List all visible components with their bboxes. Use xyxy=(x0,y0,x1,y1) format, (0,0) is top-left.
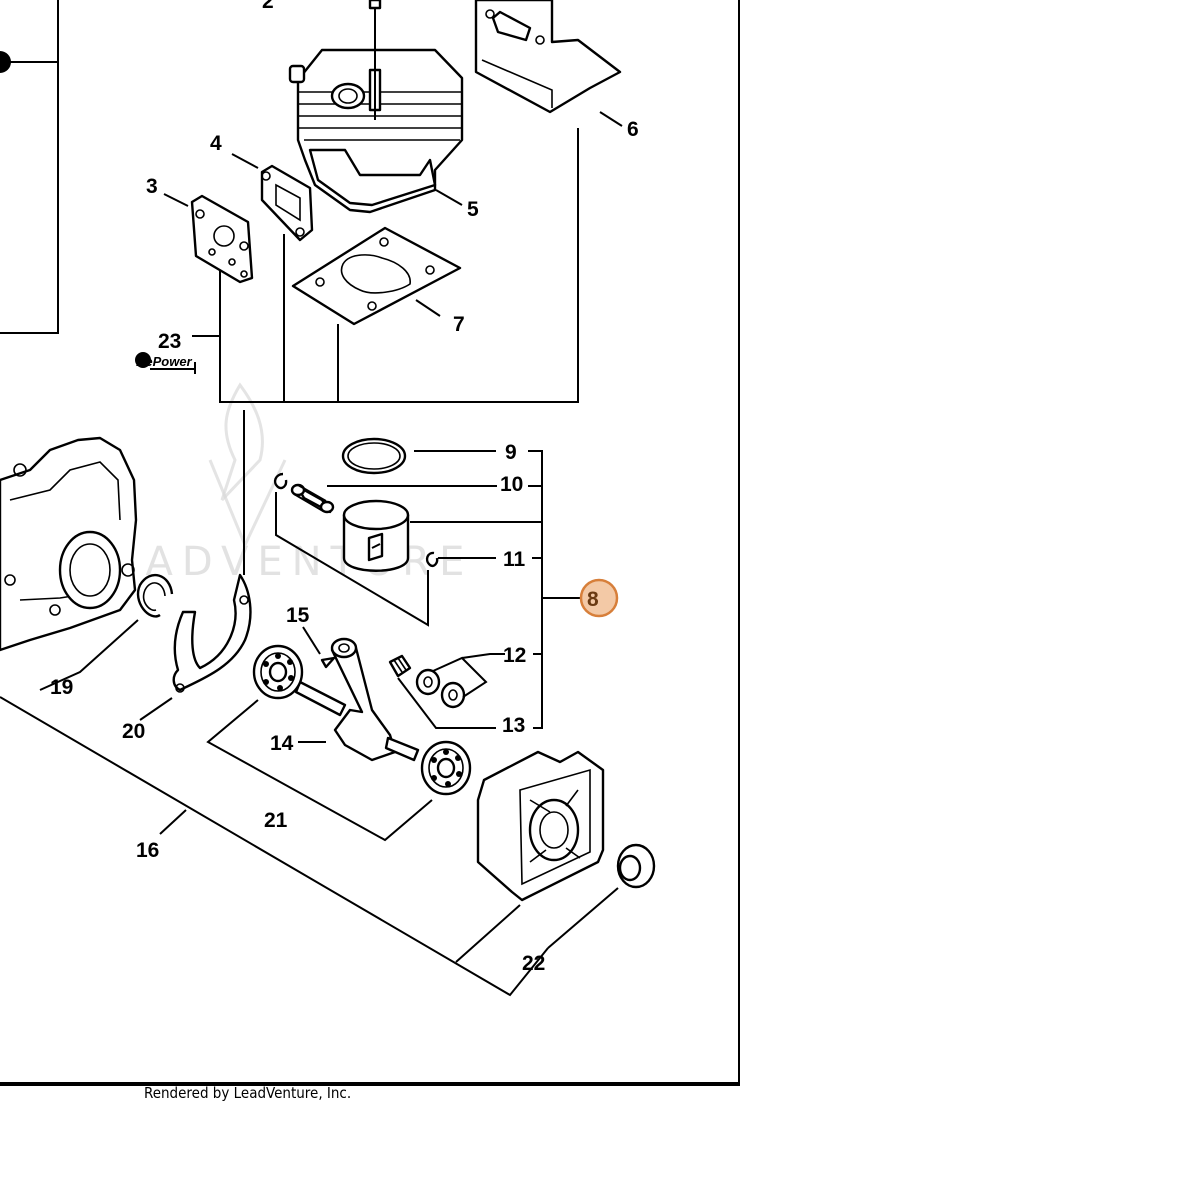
bracket-21 xyxy=(206,699,433,842)
bracket-11 xyxy=(275,492,429,627)
part-19-circlip xyxy=(136,573,174,618)
leader-16 xyxy=(159,809,187,835)
leader-3 xyxy=(163,193,189,207)
label-20: 20 xyxy=(122,720,145,743)
callout-8-circle[interactable] xyxy=(579,578,619,618)
label-10: 10 xyxy=(500,473,523,496)
watermark-text: LEADVENTURE xyxy=(80,539,473,585)
label-14: 14 xyxy=(270,732,294,755)
label-21: 21 xyxy=(264,809,288,832)
repower-logo-text: RePower xyxy=(136,354,193,369)
label-11: 11 xyxy=(503,548,526,571)
part-3-carb-gasket xyxy=(190,194,254,284)
leader-15 xyxy=(302,626,321,655)
leader-13 xyxy=(397,677,496,729)
leader-5 xyxy=(435,189,463,206)
label-7: 7 xyxy=(453,313,465,336)
part-12-washers xyxy=(415,668,466,709)
leader-6 xyxy=(599,111,623,127)
bracket-8 xyxy=(528,450,580,729)
label-13: 13 xyxy=(502,714,525,737)
part-6-heat-shield xyxy=(474,0,622,114)
part-10-piston-pin xyxy=(290,483,335,514)
bracket-23 xyxy=(192,128,579,403)
leader-22 xyxy=(455,887,619,963)
leader-7 xyxy=(415,299,441,317)
rendered-by-footer: Rendered by LeadVenture, Inc. xyxy=(144,1084,351,1102)
part-piston xyxy=(342,499,410,572)
reference-dot xyxy=(0,51,11,73)
part-20-gasket xyxy=(172,573,252,693)
callout-8[interactable]: 8 xyxy=(579,578,619,618)
bracket-16 xyxy=(0,696,549,997)
part-15-key xyxy=(320,656,336,669)
callout-8-number[interactable]: 8 xyxy=(587,588,599,611)
part-7-cylinder-gasket xyxy=(291,226,462,326)
part-14-crankshaft xyxy=(294,637,420,762)
part-5-cylinder xyxy=(288,8,464,214)
label-4: 4 xyxy=(210,132,222,155)
label-5: 5 xyxy=(467,198,479,221)
leader-20 xyxy=(139,697,173,721)
label-3: 3 xyxy=(146,175,158,198)
label-19: 19 xyxy=(50,676,73,699)
label-2: 2 xyxy=(262,0,274,13)
part-11-circlip xyxy=(273,472,439,568)
part-crankcase-left xyxy=(0,436,138,652)
diagram-frame xyxy=(0,0,740,1086)
repower-logo: RePower xyxy=(135,352,196,374)
part-21-ball-bearing-right xyxy=(420,740,472,796)
leader-12 xyxy=(432,653,505,698)
label-12: 12 xyxy=(503,644,526,667)
part-9-piston-ring xyxy=(341,437,407,475)
part-13-needle-bearing xyxy=(388,654,412,678)
label-23: 23 xyxy=(158,330,181,353)
label-6: 6 xyxy=(627,118,639,141)
label-16: 16 xyxy=(136,839,159,862)
leader-4 xyxy=(231,153,259,169)
part-4-intake-gasket xyxy=(260,164,314,242)
leader-19-a xyxy=(39,619,139,691)
part-22-oil-seal xyxy=(616,843,656,889)
part-crankcase-right xyxy=(476,750,605,902)
label-9: 9 xyxy=(505,441,517,464)
part-21-ball-bearing-left xyxy=(252,644,304,700)
label-15: 15 xyxy=(286,604,310,627)
part-2-stud xyxy=(368,0,382,10)
